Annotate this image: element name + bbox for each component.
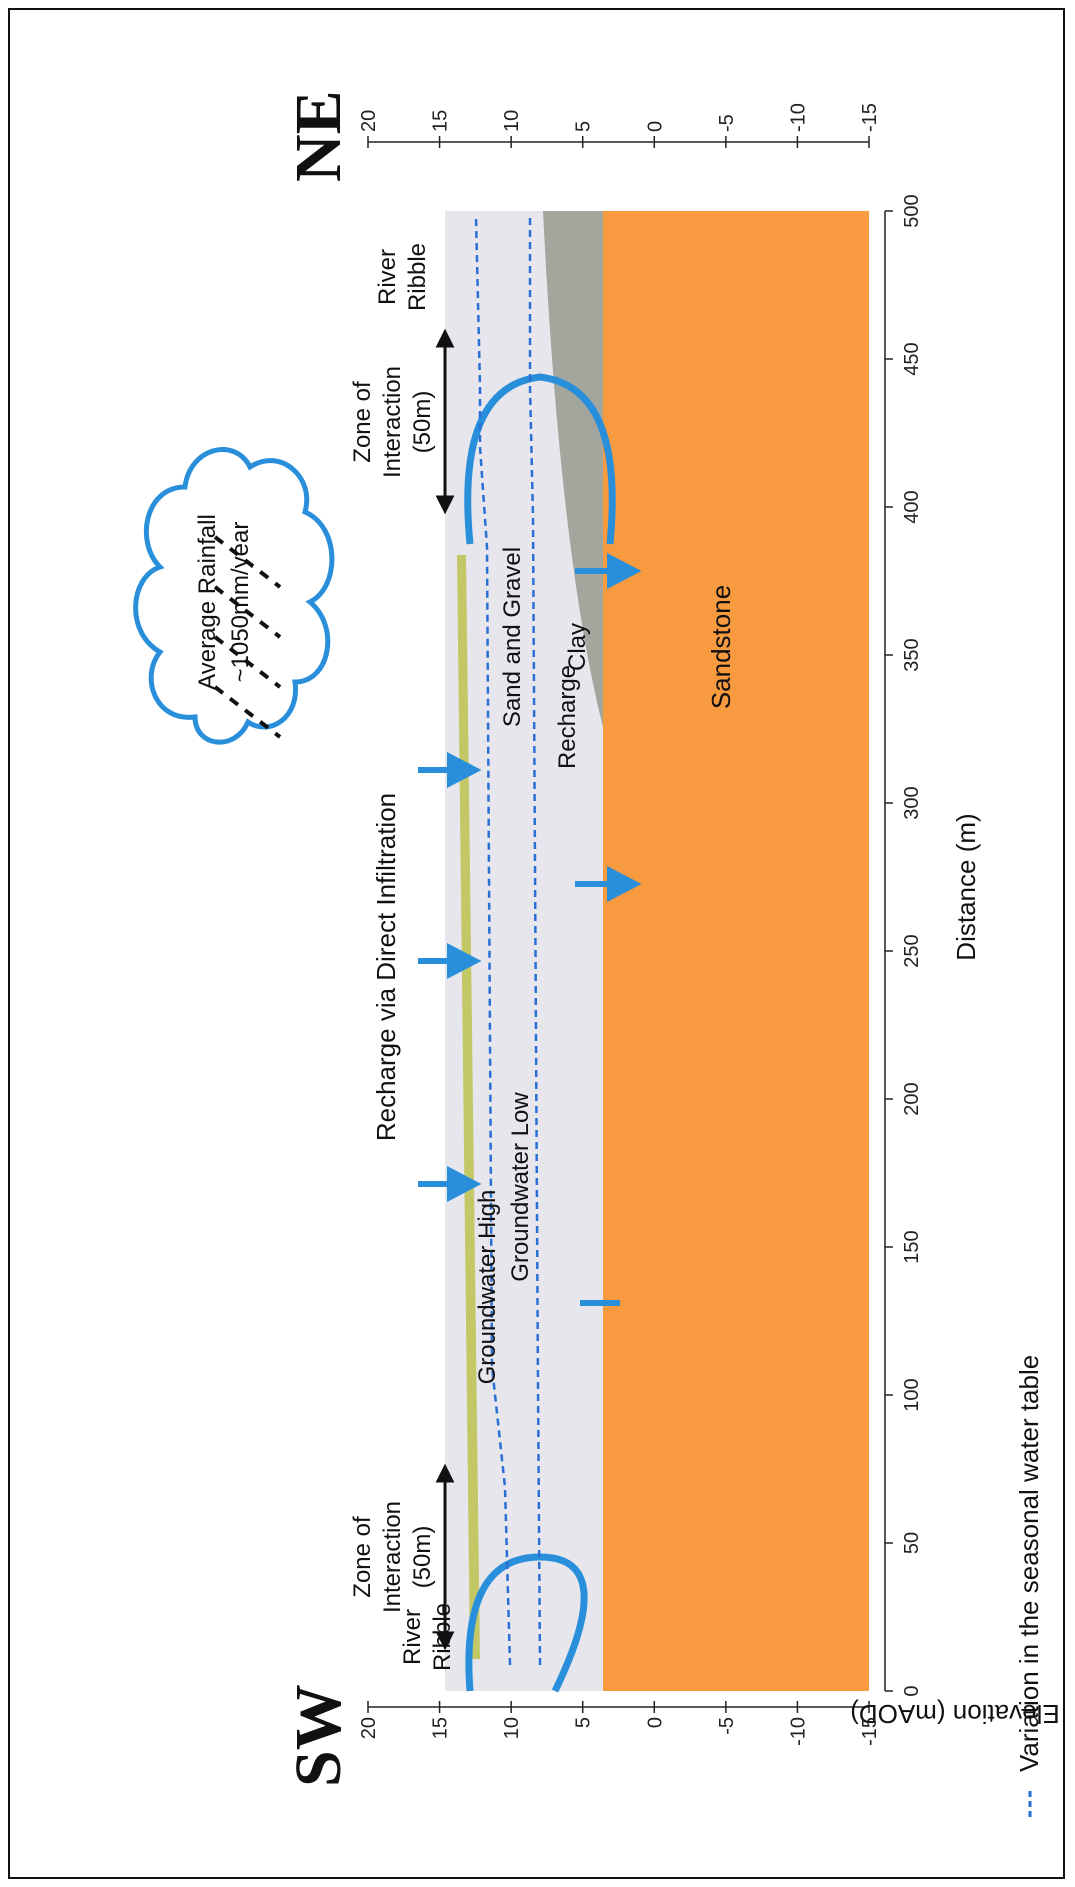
direction-right: NE [282,90,355,182]
recharge-label: Recharge [554,665,581,769]
recharge-arrow-direct-2 [418,943,482,979]
gw-high-label: Groundwater High [474,1190,501,1385]
zone-left-line3: (50m) [409,1526,436,1589]
sand-gravel-layer [445,211,603,1691]
x-tick-label: 50 [901,1532,923,1554]
y-tick-right-label: -5 [716,114,738,132]
y-tick-right-label: 0 [644,121,666,132]
y-tick-right-label: 5 [573,121,595,132]
x-tick-label: 0 [901,1685,923,1696]
river-left [465,1553,588,1693]
rainfall-line2: ~1050mm/year [227,522,254,683]
y-tick-right-label: 15 [430,110,452,132]
topsoil-strip [457,555,480,1659]
rain-dashes [213,535,282,739]
recharge-arrow-direct-1 [418,1166,482,1202]
recharge-direct-label: Recharge via Direct Infiltration [371,793,401,1141]
zone-left-line1: Zone of [349,1516,376,1598]
groundwater-high-line [474,216,512,1666]
zone-right-line3: (50m) [409,391,436,454]
x-tick-label: 100 [901,1378,923,1411]
river-right-line1: River [374,249,401,305]
y-tick-left-label: 10 [501,1717,523,1739]
legend-text: Variation in the seasonal water table [1014,1355,1044,1772]
y-tick-left-label: 15 [430,1717,452,1739]
x-axis-label: Distance (m) [951,813,981,960]
sandstone-layer [603,211,869,1691]
recharge-arrow-2 [575,866,642,902]
x-tick-label: 400 [901,490,923,523]
x-tick-label: 200 [901,1082,923,1115]
river-left-line2: Ribble [429,1603,456,1671]
x-tick-label: 500 [901,194,923,227]
zone-left-line2: Interaction [379,1501,406,1613]
x-tick-label: 250 [901,934,923,967]
river-right [464,373,616,545]
y-tick-left-label: -15 [859,1717,881,1746]
sand-gravel-label: Sand and Gravel [499,547,526,727]
zone-arrow-right [435,328,455,515]
direction-left: SW [282,1684,355,1787]
y-tick-left-label: -5 [716,1717,738,1735]
rainfall-cloud-icon [133,447,335,745]
recharge-arrow-direct-3 [418,752,482,788]
zone-arrow-left [435,1463,455,1651]
y-tick-left-label: 0 [644,1717,666,1728]
y-tick-right-label: -10 [787,103,809,132]
river-right-line2: Ribble [404,243,431,311]
groundwater-low-line [528,217,542,1666]
y-tick-right-label: -15 [859,103,881,132]
y-tick-left-label: 5 [573,1717,595,1728]
recharge-arrow-1 [580,1300,620,1306]
recharge-arrow-3 [575,553,642,589]
clay-label: Clay [564,623,591,671]
y-axis-label: Elevation (mAOD) [850,1699,1060,1729]
x-tick-label: 150 [901,1230,923,1263]
y-tick-left-label: -10 [787,1717,809,1746]
gw-low-label: Groundwater Low [507,1092,534,1282]
river-left-line1: River [399,1609,426,1665]
rainfall-line1: Average Rainfall [194,514,221,690]
x-tick-label: 450 [901,342,923,375]
y-tick-right-label: 20 [358,110,380,132]
zone-right-line2: Interaction [379,366,406,478]
y-tick-right-label: 10 [501,110,523,132]
x-tick-label: 350 [901,638,923,671]
y-tick-left-label: 20 [358,1717,380,1739]
sandstone-label: Sandstone [706,585,736,709]
clay-layer [543,211,603,727]
x-tick-label: 300 [901,786,923,819]
zone-right-line1: Zone of [349,381,376,463]
